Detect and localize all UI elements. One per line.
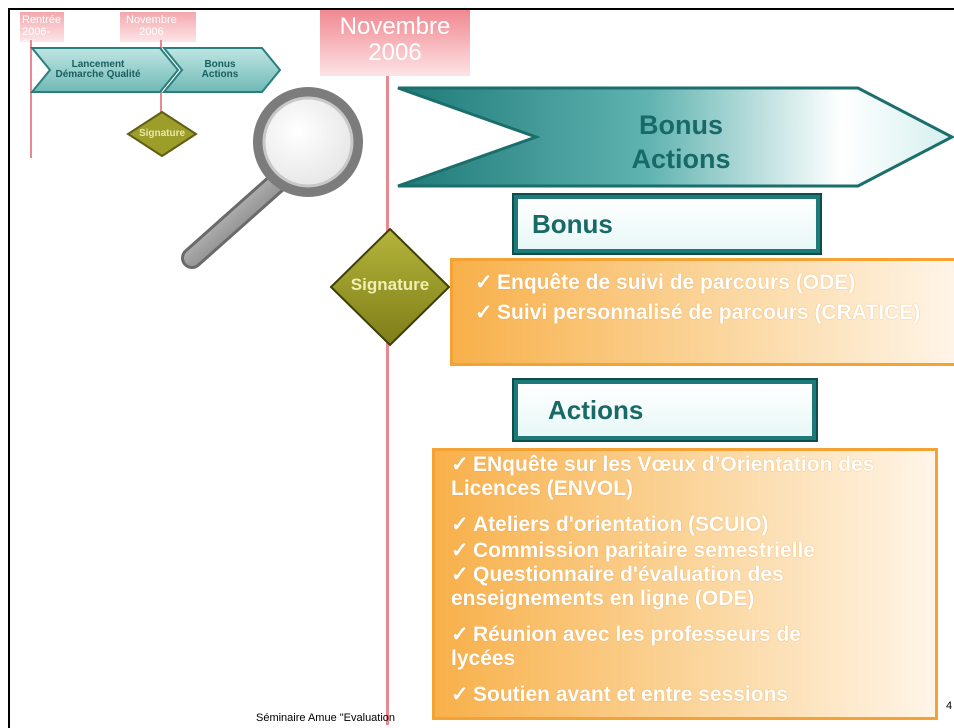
- timeline-label-line1: Novembre: [126, 14, 177, 26]
- chevron-line2: Actions: [201, 69, 239, 80]
- slide-frame: [8, 8, 954, 728]
- chevron-line1: Bonus: [204, 59, 236, 70]
- timeline-line-novembre: [386, 76, 389, 725]
- action-item-text: ENquête sur les Vœux d’Orientation des L…: [451, 453, 875, 500]
- chevron-line2: Démarche Qualité: [55, 69, 141, 80]
- magnifier-icon: [181, 87, 363, 269]
- timeline-label-line2: 2006: [139, 26, 164, 38]
- chevron-lancement-label: Lancement Démarche Qualité: [36, 60, 160, 80]
- check-icon: ✓: [451, 683, 469, 706]
- bonus-item: ✓Enquête de suivi de parcours (ODE): [475, 271, 954, 295]
- actions-title-box: Actions: [512, 378, 818, 442]
- small-chevrons: [29, 47, 282, 93]
- check-icon: ✓: [451, 563, 469, 586]
- actions-items-box: ✓ENquête sur les Vœux d’Orientation des …: [432, 448, 938, 720]
- bonus-item-text: Suivi personnalisé de parcours (CRATICE): [497, 301, 921, 324]
- action-item-text: Commission paritaire semestrielle: [473, 539, 815, 562]
- timeline-label-novembre-small: Novembre 2006: [120, 12, 196, 42]
- action-item: ✓Questionnaire d'évaluation des enseigne…: [451, 563, 901, 611]
- big-signature-label: Signature: [350, 275, 430, 294]
- check-icon: ✓: [451, 623, 469, 646]
- chevron-bonus-actions-label: Bonus Actions: [190, 60, 250, 80]
- big-chevron-line2: Actions: [631, 144, 731, 174]
- bonus-item: ✓Suivi personnalisé de parcours (CRATICE…: [475, 301, 945, 325]
- actions-title-inner: [518, 384, 812, 436]
- big-signature-diamond: [329, 227, 451, 347]
- bonus-title: Bonus: [532, 208, 613, 239]
- timeline-label-line1: Rentrée: [22, 14, 62, 26]
- action-item-text: Ateliers d'orientation (SCUIO): [473, 513, 769, 536]
- action-item-text: Réunion avec les professeurs de lycées: [451, 623, 801, 670]
- action-item: ✓Soutien avant et entre sessions: [451, 683, 935, 707]
- timeline-label-rentree: Rentrée 2006-07: [20, 12, 64, 50]
- footer-text: Séminaire Amue "Evaluation: [256, 712, 396, 724]
- bonus-title-inner: [518, 199, 816, 249]
- action-item: ✓Réunion avec les professeurs de lycées: [451, 623, 871, 671]
- small-signature-diamond: [126, 110, 198, 158]
- timeline-big-line1: Novembre: [339, 13, 451, 40]
- big-chevron: [397, 86, 954, 188]
- chevron-lancement: [29, 47, 180, 93]
- action-item: ✓ENquête sur les Vœux d’Orientation des …: [451, 453, 931, 501]
- bonus-title-box: Bonus: [512, 193, 822, 255]
- action-item: ✓Commission paritaire semestrielle: [451, 539, 935, 563]
- actions-title: Actions: [548, 394, 644, 425]
- page-number: 4: [946, 700, 953, 712]
- check-icon: ✓: [451, 539, 469, 562]
- timeline-big-line2: 2006: [368, 39, 422, 66]
- check-icon: ✓: [475, 271, 493, 294]
- check-icon: ✓: [475, 301, 493, 324]
- small-signature-label: Signature: [138, 128, 186, 139]
- big-chevron-line1: Bonus: [639, 110, 723, 140]
- timeline-line-rentree: [30, 40, 32, 158]
- action-item-text: Questionnaire d'évaluation des enseignem…: [451, 563, 784, 610]
- bonus-item-text: Enquête de suivi de parcours (ODE): [497, 271, 856, 294]
- action-item: ✓Ateliers d'orientation (SCUIO): [451, 513, 935, 537]
- bonus-items-box: ✓Enquête de suivi de parcours (ODE) ✓Sui…: [450, 258, 954, 366]
- chevron-line1: Lancement: [71, 59, 125, 70]
- big-chevron-label: Bonus Actions: [596, 108, 766, 176]
- action-item-text: Soutien avant et entre sessions: [473, 683, 789, 706]
- check-icon: ✓: [451, 453, 469, 476]
- chevron-bonus-actions: [161, 47, 282, 93]
- timeline-label-novembre: Novembre 2006: [320, 10, 470, 76]
- check-icon: ✓: [451, 513, 469, 536]
